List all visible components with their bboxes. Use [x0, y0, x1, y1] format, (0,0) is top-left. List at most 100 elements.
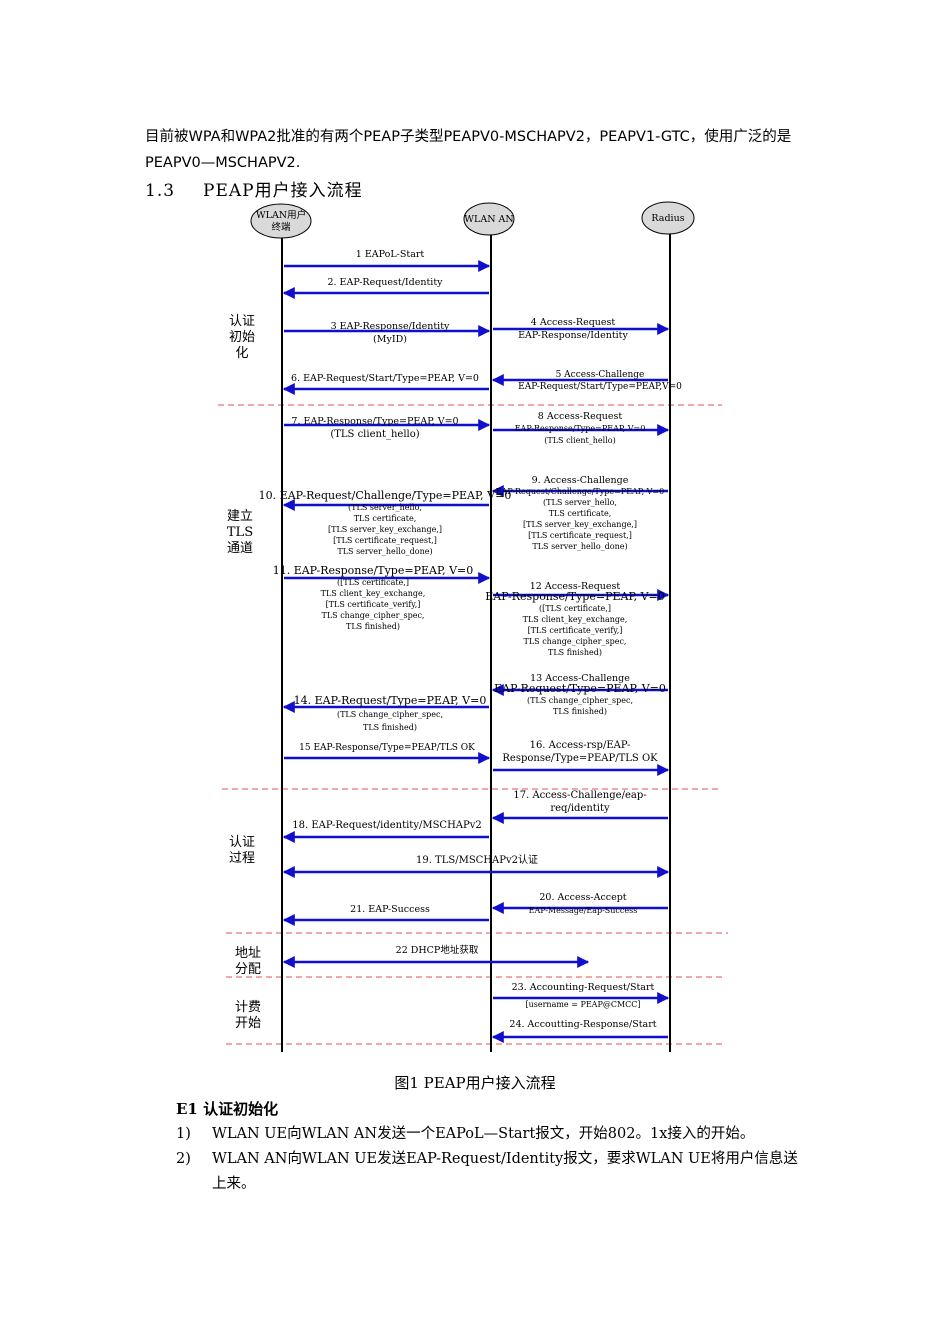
- section-title: PEAP用户接入流程: [203, 181, 363, 201]
- arrow-label: 3 EAP-Response/Identity: [331, 321, 450, 332]
- arrow-label: EAP-Message/Eap-Success: [529, 906, 638, 915]
- phase-label-line: 分配: [235, 962, 261, 977]
- arrow-label: [TLS server_key_exchange,]: [523, 520, 637, 529]
- arrow-label: 24. Accoutting-Response/Start: [509, 1019, 656, 1030]
- arrow-label: [TLS certificate_request,]: [528, 531, 632, 540]
- section-number: 1.3: [145, 181, 176, 201]
- phase-label: 认证初始化: [229, 314, 255, 361]
- message-arrow-10: 10. EAP-Request/Challenge/Type=PEAP, V=0…: [259, 489, 512, 556]
- arrow-label: [TLS certificate_verify,]: [326, 600, 421, 609]
- arrow-label: 17. Access-Challenge/eap-: [513, 790, 646, 801]
- arrow-label: 6. EAP-Request/Start/Type=PEAP, V=0: [291, 373, 479, 384]
- phase-label-line: TLS: [227, 525, 253, 540]
- phase-label-line: 建立: [227, 509, 253, 524]
- message-arrow-24: 24. Accoutting-Response/Start: [491, 1019, 668, 1043]
- node-1: WLAN AN: [463, 202, 515, 236]
- node-label: WLAN用户: [256, 209, 306, 221]
- arrow-label: EAP-Request/Challenge/Type=PEAP, V=0: [496, 487, 664, 496]
- phase-label-line: 认证: [229, 314, 255, 329]
- message-arrow-19: 19. TLS/MSCHAPv2认证: [282, 853, 670, 878]
- arrow-label: TLS finished): [363, 723, 417, 732]
- arrow-label: TLS certificate,: [354, 514, 417, 523]
- arrow-label: [username = PEAP@CMCC]: [525, 1000, 640, 1009]
- arrow-label: (TLS server_hello,: [348, 503, 422, 512]
- arrow-label: 2. EAP-Request/Identity: [327, 277, 443, 288]
- arrow-label: TLS finished): [346, 622, 400, 631]
- node-ellipse: [641, 201, 695, 235]
- node-label: Radius: [651, 213, 684, 224]
- arrow-label: ([TLS certificate,]: [337, 578, 409, 587]
- arrow-label: 16. Access-rsp/EAP-: [530, 740, 631, 751]
- arrow-label: 9. Access-Challenge: [532, 475, 629, 486]
- arrow-label: 15 EAP-Response/Type=PEAP/TLS OK: [299, 743, 475, 753]
- message-arrow-2: 2. EAP-Request/Identity: [282, 277, 489, 299]
- arrow-label: req/identity: [550, 803, 610, 814]
- arrow-label: TLS change_cipher_spec,: [322, 611, 425, 620]
- arrow-label: 7. EAP-Response/Type=PEAP, V=0: [291, 416, 458, 427]
- subheading: E1 认证初始化: [176, 1100, 279, 1118]
- node-ellipse: [250, 203, 312, 239]
- message-arrow-21: 21. EAP-Success: [282, 904, 489, 926]
- arrow-label: 5 Access-Challenge: [556, 370, 645, 380]
- message-arrow-5: 5 Access-ChallengeEAP-Request/Start/Type…: [491, 370, 682, 392]
- arrow-label: ([TLS certificate,]: [539, 604, 611, 613]
- message-arrow-15: 15 EAP-Response/Type=PEAP/TLS OK: [284, 743, 491, 764]
- figure-caption: 图1 PEAP用户接入流程: [394, 1074, 556, 1092]
- arrow-label: 21. EAP-Success: [350, 904, 430, 915]
- node-label: WLAN AN: [464, 214, 513, 225]
- arrow-label: 1 EAPoL-Start: [356, 249, 425, 260]
- message-arrow-17: 17. Access-Challenge/eap-req/identity: [491, 790, 668, 824]
- phase-label-line: 化: [235, 346, 248, 361]
- arrow-label: 4 Access-Request: [531, 317, 616, 328]
- arrow-label: TLS server_hello_done): [532, 542, 627, 551]
- phase-label-line: 计费: [235, 1000, 261, 1015]
- arrow-label: 14. EAP-Request/Type=PEAP, V=0: [294, 694, 487, 707]
- arrow-label: 12 Access-Request: [530, 581, 621, 592]
- node-2: Radius: [641, 201, 695, 235]
- phase-label-line: 初始: [229, 330, 255, 345]
- arrow-label: 11. EAP-Response/Type=PEAP, V=0: [273, 564, 474, 577]
- arrow-label: (MyID): [373, 334, 407, 345]
- message-arrow-3: 3 EAP-Response/Identity (MyID): [284, 321, 491, 345]
- arrow-label: EAP-Response/Type=PEAP, V=0: [515, 424, 646, 433]
- arrow-label: 23. Accounting-Request/Start: [512, 982, 655, 993]
- message-arrow-9: 9. Access-ChallengeEAP-Request/Challenge…: [491, 475, 668, 551]
- arrow-label: [TLS certificate_verify,]: [528, 626, 623, 635]
- message-arrow-7: 7. EAP-Response/Type=PEAP, V=0 (TLS clien…: [284, 416, 491, 440]
- arrow-label: EAP-Request/Type=PEAP, V=0: [494, 682, 666, 695]
- arrow-label: (TLS client_hello): [330, 429, 419, 440]
- arrow-label: TLS server_hello_done): [337, 547, 432, 556]
- arrow-label: (TLS client_hello): [544, 436, 615, 445]
- arrow-label: TLS certificate,: [549, 509, 612, 518]
- intro-paragraph: 目前被WPA和WPA2批准的有两个PEAP子类型PEAPV0-MSCHAPV2，…: [145, 129, 792, 171]
- arrow-label: 13 Access-Challenge: [530, 673, 630, 684]
- arrow-label: TLS client_key_exchange,: [321, 589, 426, 598]
- message-arrow-16: 16. Access-rsp/EAP-Response/Type=PEAP/TL…: [493, 740, 670, 776]
- message-arrow-23: 23. Accounting-Request/Start [username = …: [493, 982, 670, 1009]
- arrow-label: EAP-Response/Identity: [518, 330, 628, 341]
- arrow-label: TLS change_cipher_spec,: [524, 637, 627, 646]
- message-arrow-22: 22 DHCP地址获取: [282, 944, 590, 968]
- arrow-label: 18. EAP-Request/identity/MSCHAPv2: [292, 820, 482, 831]
- arrow-label: TLS finished): [553, 707, 607, 716]
- phase-label-line: 通道: [227, 541, 253, 556]
- arrow-label: EAP-Request/Start/Type=PEAP,V=0: [518, 382, 682, 392]
- message-arrow-18: 18. EAP-Request/identity/MSCHAPv2: [282, 820, 489, 843]
- arrow-label: (TLS change_cipher_spec,: [527, 696, 633, 705]
- message-arrow-11: 11. EAP-Response/Type=PEAP, V=0([TLS cer…: [273, 564, 491, 631]
- arrow-label: (TLS change_cipher_spec,: [337, 710, 443, 719]
- phase-label-line: 过程: [229, 851, 255, 866]
- arrow-label: 19. TLS/MSCHAPv2认证: [416, 853, 538, 866]
- arrow-label: TLS client_key_exchange,: [523, 615, 628, 624]
- message-arrow-6: 6. EAP-Request/Start/Type=PEAP, V=0: [282, 373, 489, 395]
- message-arrow-13: 13 Access-ChallengeEAP-Request/Type=PEAP…: [491, 673, 668, 716]
- arrow-label: 20. Access-Accept: [539, 892, 626, 903]
- arrow-label: 8 Access-Request: [538, 411, 623, 422]
- node-ellipse: [463, 202, 515, 236]
